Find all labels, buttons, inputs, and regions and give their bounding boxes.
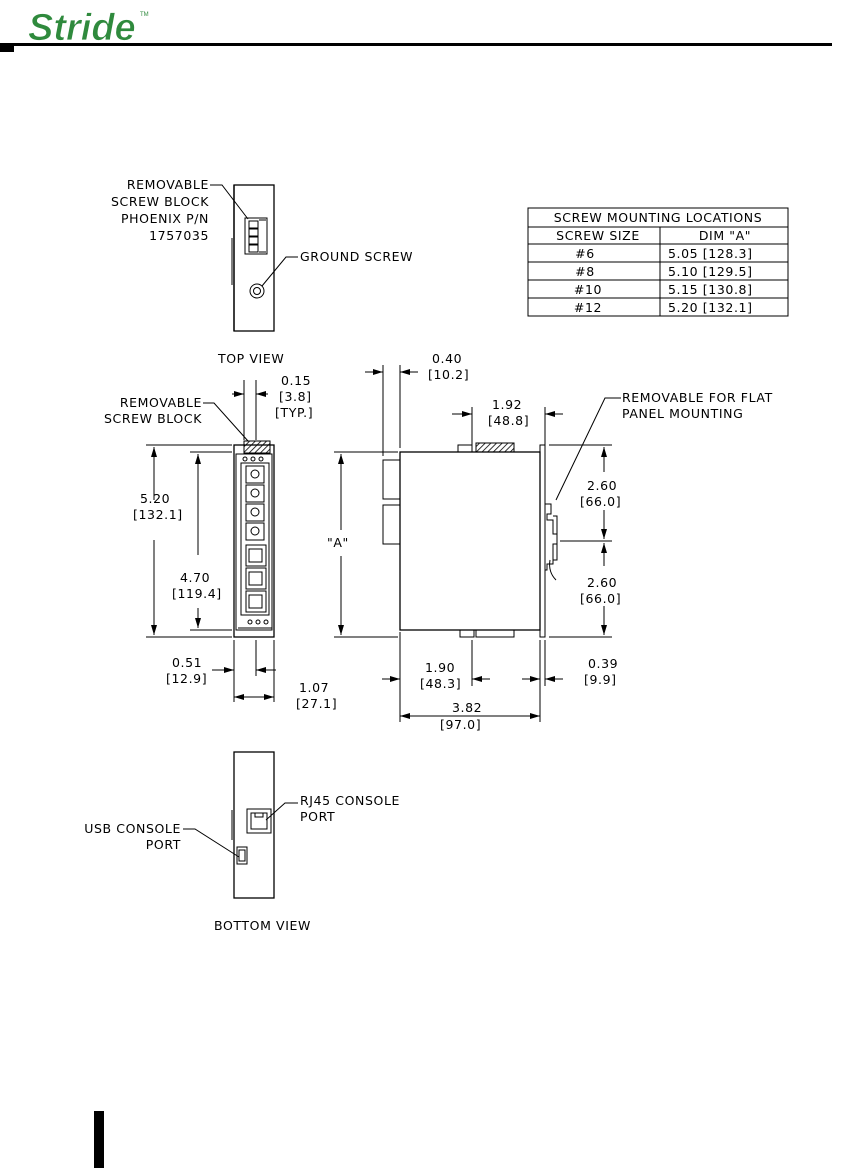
front-screw-block-label: REMOVABLE (120, 395, 202, 410)
dim-107: 1.07 (299, 680, 329, 695)
flat-panel-label: PANEL MOUNTING (622, 406, 743, 421)
dim-192-mm: [48.8] (488, 413, 529, 428)
table-cell: 5.05 [128.3] (668, 246, 753, 261)
dim-470-mm: [119.4] (172, 586, 222, 601)
top-view-caption: TOP VIEW (217, 351, 284, 366)
dim-470: 4.70 (180, 570, 210, 585)
dim-260-upper-mm: [66.0] (580, 494, 621, 509)
dim-382: 3.82 (452, 700, 482, 715)
dim-190: 1.90 (425, 660, 455, 675)
ground-screw-label: GROUND SCREW (300, 249, 413, 264)
header-rule (0, 43, 832, 46)
top-screw-block-label: REMOVABLE (127, 177, 209, 192)
dim-051: 0.51 (172, 655, 202, 670)
usb-label: USB CONSOLE (84, 821, 181, 836)
dim-040: 0.40 (432, 351, 462, 366)
usb-label: PORT (146, 837, 181, 852)
table-cell: #6 (575, 246, 595, 261)
dim-039: 0.39 (588, 656, 618, 671)
bottom-view: RJ45 CONSOLE PORT USB CONSOLE PORT BOTTO… (84, 751, 400, 933)
screw-mounting-table: SCREW MOUNTING LOCATIONS SCREW SIZE DIM … (527, 207, 789, 317)
table-cell: 5.20 [132.1] (668, 300, 753, 315)
dim-190-mm: [48.3] (420, 676, 461, 691)
dim-260-lower: 2.60 (587, 575, 617, 590)
table-header-dim-a: DIM "A" (699, 228, 751, 243)
dim-051-mm: [12.9] (166, 671, 207, 686)
dim-382-mm: [97.0] (440, 717, 481, 732)
dim-520-mm: [132.1] (133, 507, 183, 522)
table-header-screw-size: SCREW SIZE (556, 228, 640, 243)
dim-039-mm: [9.9] (584, 672, 617, 687)
table-cell: 5.15 [130.8] (668, 282, 753, 297)
stride-logo: Stride TM (28, 7, 149, 46)
dim-107-mm: [27.1] (296, 696, 337, 711)
top-screw-block-label: PHOENIX P/N (121, 211, 209, 226)
dim-040-mm: [10.2] (428, 367, 469, 382)
dim-015-typ: [TYP.] (275, 405, 313, 420)
front-view: 0.15 [3.8] [TYP.] REMOVABLE SCREW BLOCK … (104, 373, 337, 711)
dim-a-label: "A" (327, 535, 349, 550)
logo-trademark: TM (140, 12, 149, 18)
dim-192: 1.92 (492, 397, 522, 412)
rj45-label: RJ45 CONSOLE (300, 793, 400, 808)
bottom-view-caption: BOTTOM VIEW (214, 918, 311, 933)
dim-015: 0.15 (281, 373, 311, 388)
dim-260-lower-mm: [66.0] (580, 591, 621, 606)
dim-520: 5.20 (140, 491, 170, 506)
top-screw-block-label: SCREW BLOCK (111, 194, 209, 209)
logo-text: Stride (28, 7, 136, 46)
front-screw-block-label: SCREW BLOCK (104, 411, 202, 426)
dim-260-upper: 2.60 (587, 478, 617, 493)
top-view: REMOVABLE SCREW BLOCK PHOENIX P/N 175703… (111, 177, 413, 366)
rj45-label: PORT (300, 809, 335, 824)
table-title: SCREW MOUNTING LOCATIONS (554, 210, 763, 225)
table-cell: #10 (574, 282, 602, 297)
footer-bar (94, 1111, 104, 1168)
table-cell: 5.10 [129.5] (668, 264, 753, 279)
flat-panel-label: REMOVABLE FOR FLAT (622, 390, 773, 405)
side-view: 0.40 [10.2] 1.92 [48.8] "A" REMOVABLE FO… (327, 351, 773, 732)
dim-015-mm: [3.8] (279, 389, 312, 404)
table-cell: #8 (575, 264, 595, 279)
header-tab-mark (0, 43, 14, 52)
top-screw-block-label: 1757035 (149, 228, 209, 243)
table-cell: #12 (574, 300, 602, 315)
